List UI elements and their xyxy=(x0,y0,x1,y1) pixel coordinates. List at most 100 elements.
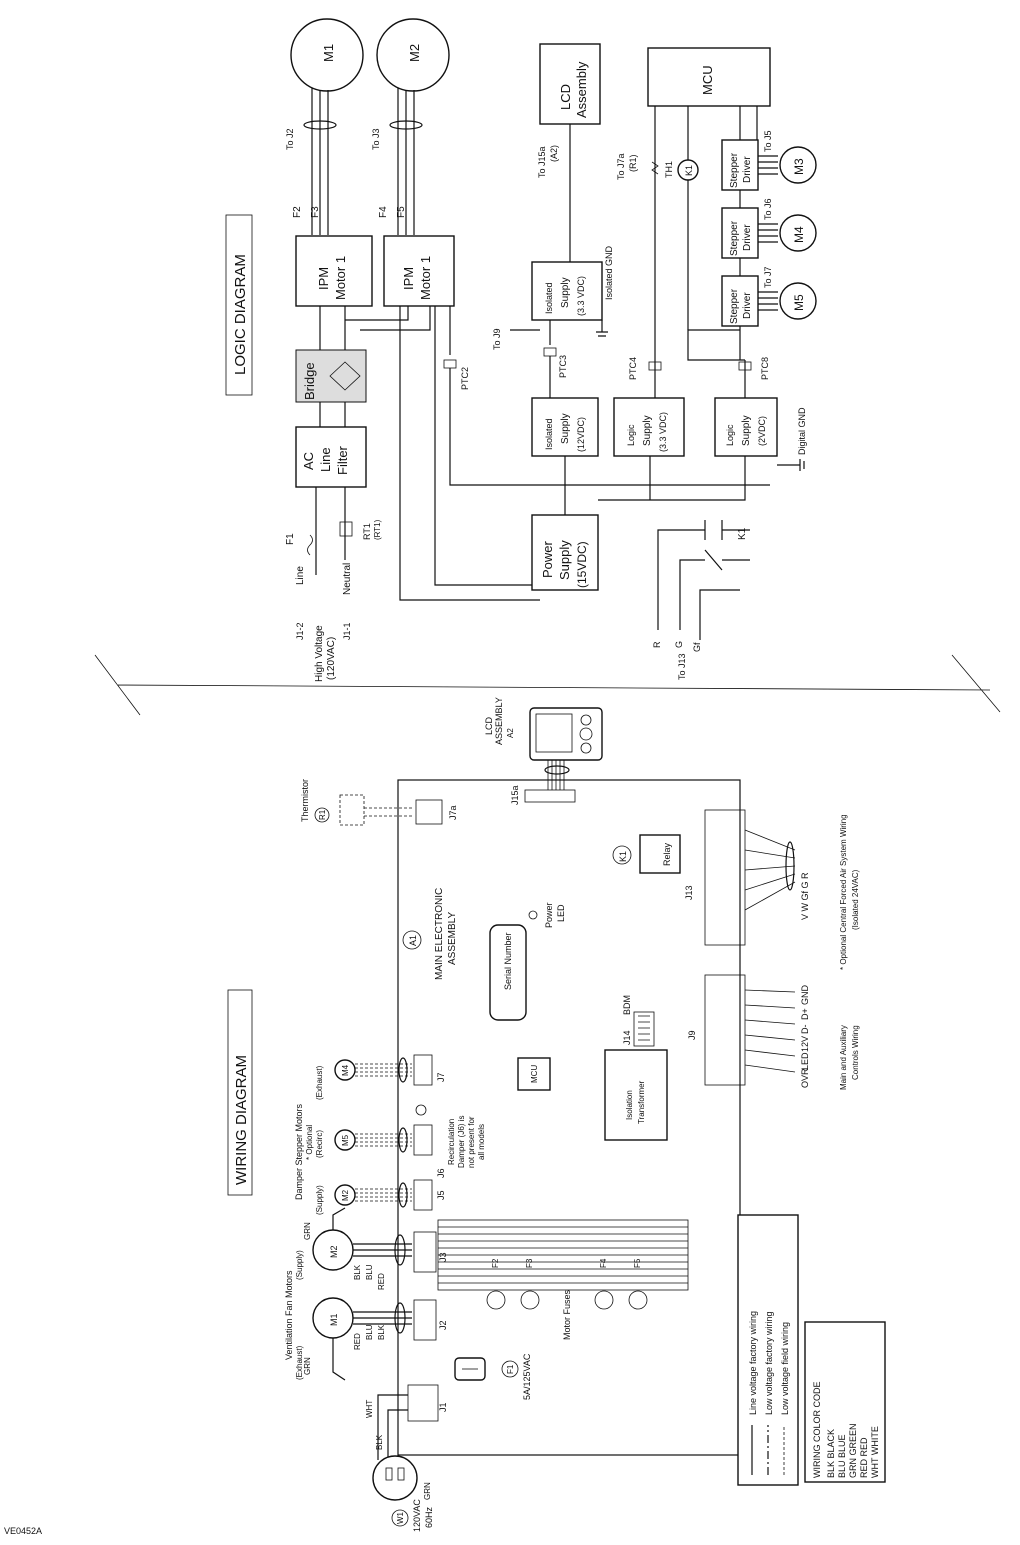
fan-m1-bundle xyxy=(394,1302,406,1334)
wire-grn: GRN xyxy=(423,1482,432,1500)
thermistor-body xyxy=(339,794,365,826)
j9-pin-12v: 12V xyxy=(800,1036,810,1052)
mcu-chip-label: MCU xyxy=(530,1065,539,1083)
power-led-l1: Power xyxy=(544,902,554,928)
m2-bundle xyxy=(389,120,423,130)
k1-tag-label: K1 xyxy=(618,851,628,862)
j9-label: J9 xyxy=(687,1030,697,1040)
color-code-row-2: BLU BLUE xyxy=(837,1434,847,1478)
j7a-connector[interactable] xyxy=(415,799,443,825)
j14-connector[interactable] xyxy=(633,1011,655,1047)
to-j5: To J5 xyxy=(763,130,773,152)
fan-m2-label: M2 xyxy=(329,1245,339,1258)
rgg-g: G xyxy=(674,641,684,648)
rt1-label2: (RT1) xyxy=(373,519,382,540)
mains-frequency: 60Hz xyxy=(424,1506,434,1528)
thermistor-r1: R1 xyxy=(318,809,327,820)
th1-label: TH1 xyxy=(664,161,674,178)
k1-coil-label: K1 xyxy=(684,165,694,176)
j9-connector[interactable] xyxy=(704,974,746,1086)
j3-label: J3 xyxy=(438,1252,448,1262)
r1-tag: (R1) xyxy=(628,154,638,172)
stepper2-l1: Stepper xyxy=(729,220,740,256)
logic33-l2: Supply xyxy=(642,415,653,446)
damper-m4-wires xyxy=(355,1063,412,1077)
filter-line-wires xyxy=(315,487,346,575)
logic-title-box xyxy=(225,214,253,396)
iso-33-box xyxy=(531,261,603,321)
stepper1-l1: Stepper xyxy=(729,152,740,188)
m2-wire-grn: GRN xyxy=(303,1222,312,1240)
j9-pin-ovr: OVR xyxy=(800,1068,810,1088)
fuse-f4 xyxy=(594,1290,614,1310)
fuse-f5-tag: F5 xyxy=(633,1258,642,1268)
fuse-f4-tag: F4 xyxy=(599,1258,608,1268)
iso33-l2: Supply xyxy=(560,277,571,308)
plug-prong-2 xyxy=(397,1467,405,1481)
iso12-wires xyxy=(549,356,566,515)
damper-m4-bundle xyxy=(398,1057,408,1083)
j1-label: J1 xyxy=(438,1402,448,1412)
fan-m2-bundle xyxy=(394,1234,406,1266)
damper-m5-label: M5 xyxy=(341,1134,350,1146)
j7-connector[interactable] xyxy=(413,1054,433,1086)
ac-filter-l3: Filter xyxy=(335,445,350,475)
j7a-label: J7a xyxy=(448,805,458,820)
fan-supply-label: (Supply) xyxy=(295,1250,304,1280)
fuse-f1-label: F1 xyxy=(285,533,296,545)
rgg-r: R xyxy=(652,641,662,648)
motor-m1 xyxy=(290,18,364,92)
digital-gnd-symbol xyxy=(777,459,805,471)
damper-supply: (Supply) xyxy=(315,1185,324,1215)
line-label: Line xyxy=(295,566,306,585)
j2-connector[interactable] xyxy=(413,1299,437,1341)
ptc4-label: PTC4 xyxy=(628,357,638,380)
damper-m5-bundle xyxy=(398,1127,408,1153)
lcd-l2: Assembly xyxy=(574,61,589,118)
bdm-label: BDM xyxy=(622,995,632,1015)
ps-output-bus xyxy=(598,456,746,501)
stepper-driver-2 xyxy=(721,207,759,259)
logic2-l2: Supply xyxy=(741,415,752,446)
lcd-button-2 xyxy=(579,727,593,741)
legend-item-2: Low voltage factory wiring xyxy=(764,1311,774,1415)
j6-connector[interactable] xyxy=(413,1124,433,1156)
m1-wire-red: RED xyxy=(353,1333,362,1350)
logic-33-box xyxy=(613,397,685,457)
iso-12-box xyxy=(531,397,599,457)
logic-bus xyxy=(687,329,745,361)
lcd-button-1 xyxy=(580,714,592,726)
wiring-title-box xyxy=(227,989,253,1196)
j1-connector[interactable] xyxy=(407,1384,439,1422)
j5-connector[interactable] xyxy=(413,1179,433,1211)
m1-wire-grn: GRN xyxy=(303,1357,312,1375)
thermistor-wires xyxy=(364,807,412,817)
color-code-row-4: RED RED xyxy=(859,1437,869,1478)
lcd-button-3 xyxy=(580,742,592,754)
recirc-note-l4: all models xyxy=(477,1124,486,1160)
iso33-l3: (3.3 VDC) xyxy=(576,276,586,316)
j9-pin-gnd: GND xyxy=(800,985,810,1006)
j15a-connector[interactable] xyxy=(524,789,576,803)
fuse-f5 xyxy=(628,1290,648,1310)
mcu-wires xyxy=(654,106,758,360)
isolation-transformer xyxy=(604,1049,668,1141)
fan-m2-wires xyxy=(353,1243,412,1257)
isolated-gnd-label: Isolated GND xyxy=(604,245,614,300)
j5-label: J5 xyxy=(436,1190,446,1200)
th1-symbol xyxy=(651,161,659,175)
j15a-label: J15a xyxy=(510,785,520,805)
section-separator xyxy=(94,654,1001,716)
fuse-f5: F5 xyxy=(396,206,407,218)
motor-m3-label: M3 xyxy=(792,158,806,175)
lcd-cable-bundle xyxy=(544,765,570,775)
logic-2-box xyxy=(714,397,778,457)
j13-connector[interactable] xyxy=(704,809,746,946)
j9-pin-led: LED xyxy=(800,1052,810,1070)
j3-connector[interactable] xyxy=(413,1231,437,1273)
damper-m5-wires xyxy=(355,1133,412,1147)
fuse-f2-tag: F2 xyxy=(491,1258,500,1268)
digital-gnd-label: Digital GND xyxy=(797,407,807,455)
logic2-l3: (2VDC) xyxy=(757,416,767,446)
fuse-rating: 5A/125VAC xyxy=(522,1353,532,1400)
